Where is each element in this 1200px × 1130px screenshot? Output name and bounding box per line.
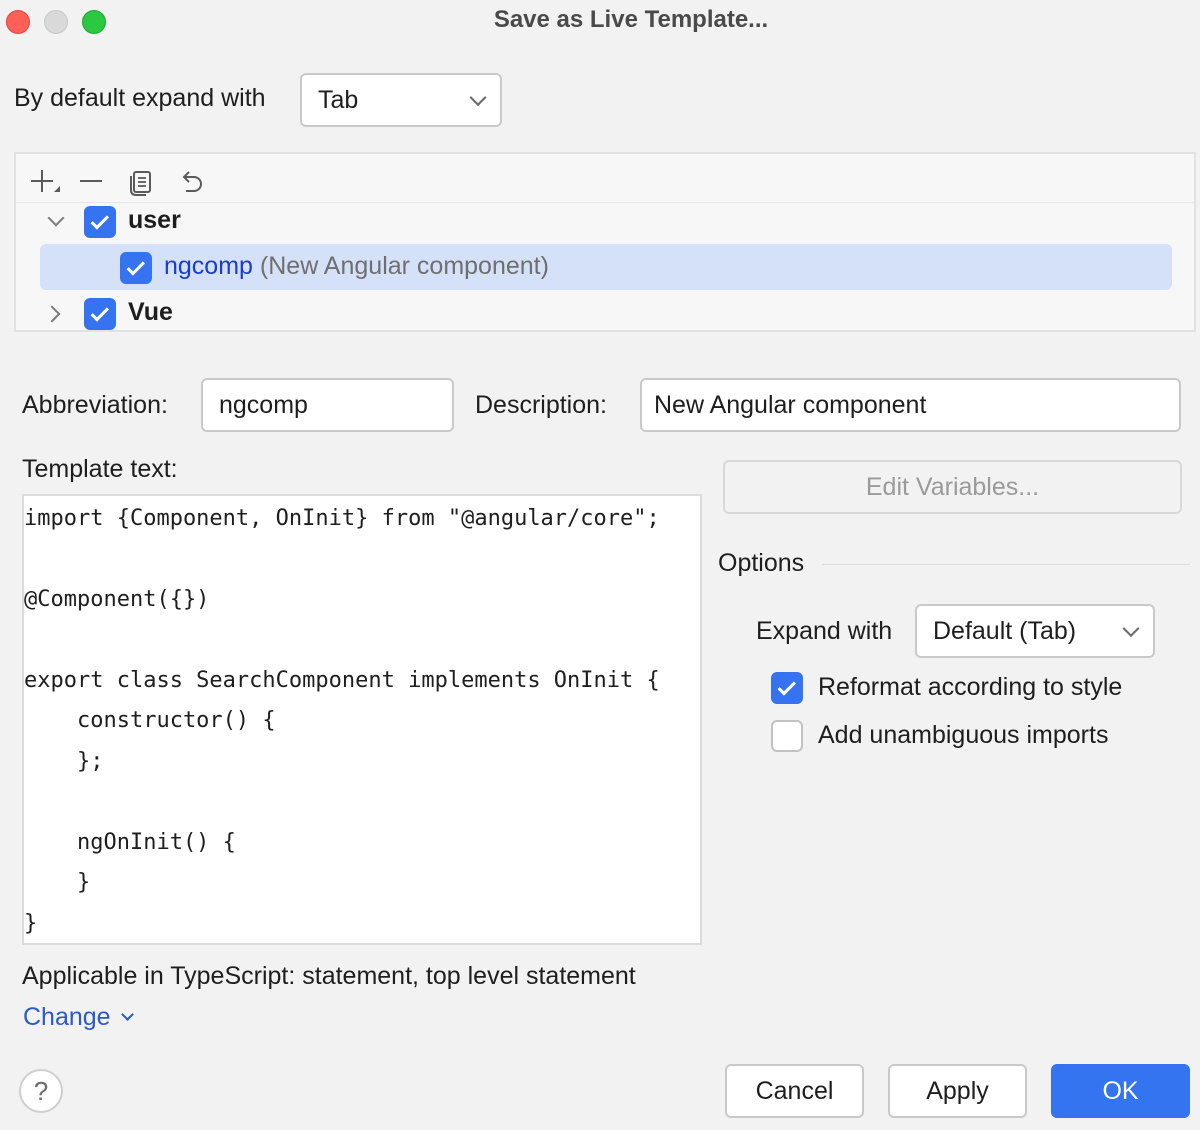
add-imports-label: Add unambiguous imports [818,721,1109,749]
group-user-label: user [128,206,181,234]
edit-variables-button[interactable]: Edit Variables... [723,460,1182,514]
reformat-checkbox[interactable] [771,672,803,704]
maximize-window-button[interactable] [82,10,106,34]
chevron-right-icon[interactable] [43,305,61,323]
abbreviation-input[interactable]: ngcomp [201,378,454,432]
ok-button[interactable]: OK [1051,1064,1190,1118]
copy-icon[interactable] [124,164,158,198]
chevron-down-icon [120,1008,134,1021]
description-label: Description: [475,391,607,419]
expand-default-select[interactable]: Tab [300,73,502,127]
item-description: (New Angular component) [259,252,549,280]
help-button[interactable]: ? [19,1069,63,1113]
applicable-context-text: Applicable in TypeScript: statement, top… [22,962,636,990]
code-line: import {Component, OnInit} from "@angula… [24,506,660,531]
change-link-label: Change [23,1003,111,1031]
tree-item-ngcomp[interactable]: ngcomp (New Angular component) [40,244,1172,290]
expand-with-label: Expand with [756,617,893,645]
add-imports-checkbox[interactable] [771,720,803,752]
options-heading: Options [718,549,805,577]
code-line: }; [24,749,104,774]
undo-icon[interactable] [174,164,208,198]
check-icon [777,676,796,696]
toolbar-divider [16,202,1194,203]
window-title: Save as Live Template... [493,6,769,33]
code-line: @Component({}) [24,587,210,612]
template-text-editor[interactable]: import {Component, OnInit} from "@angula… [22,494,702,945]
options-divider [822,564,1190,565]
tree-group-vue[interactable]: Vue [16,292,1194,338]
code-line: } [24,870,91,895]
tree-group-user[interactable]: user [16,200,1194,246]
expand-with-value: Default (Tab) [933,616,1077,645]
chevron-down-icon[interactable] [47,209,65,227]
group-vue-label: Vue [128,298,173,326]
description-input[interactable]: New Angular component [640,378,1181,432]
expand-default-label: By default expand with [14,84,266,112]
code-line: } [24,911,38,936]
item-abbreviation: ngcomp [164,252,253,280]
chevron-down-icon [1122,620,1140,638]
check-icon [90,302,109,322]
template-text-label: Template text: [22,455,178,483]
check-icon [126,256,145,276]
minimize-window-button[interactable] [44,10,68,34]
code-line: ngOnInit() { [24,830,236,855]
cancel-button[interactable]: Cancel [725,1064,864,1118]
template-tree-panel: user ngcomp (New Angular component) Vue [14,152,1196,332]
check-icon [90,210,109,230]
expand-with-select[interactable]: Default (Tab) [915,604,1155,658]
abbreviation-label: Abbreviation: [22,391,168,419]
change-context-link[interactable]: Change [23,1003,134,1032]
group-user-checkbox[interactable] [84,206,116,238]
plus-icon[interactable] [26,164,60,198]
item-ngcomp-checkbox[interactable] [120,252,152,284]
minus-icon[interactable] [74,164,108,198]
code-line: constructor() { [24,708,276,733]
apply-button[interactable]: Apply [888,1064,1027,1118]
chevron-down-icon [469,89,487,107]
reformat-label: Reformat according to style [818,673,1123,701]
code-line: export class SearchComponent implements … [24,668,660,693]
close-window-button[interactable] [6,10,30,34]
expand-default-value: Tab [318,85,359,114]
group-vue-checkbox[interactable] [84,298,116,330]
